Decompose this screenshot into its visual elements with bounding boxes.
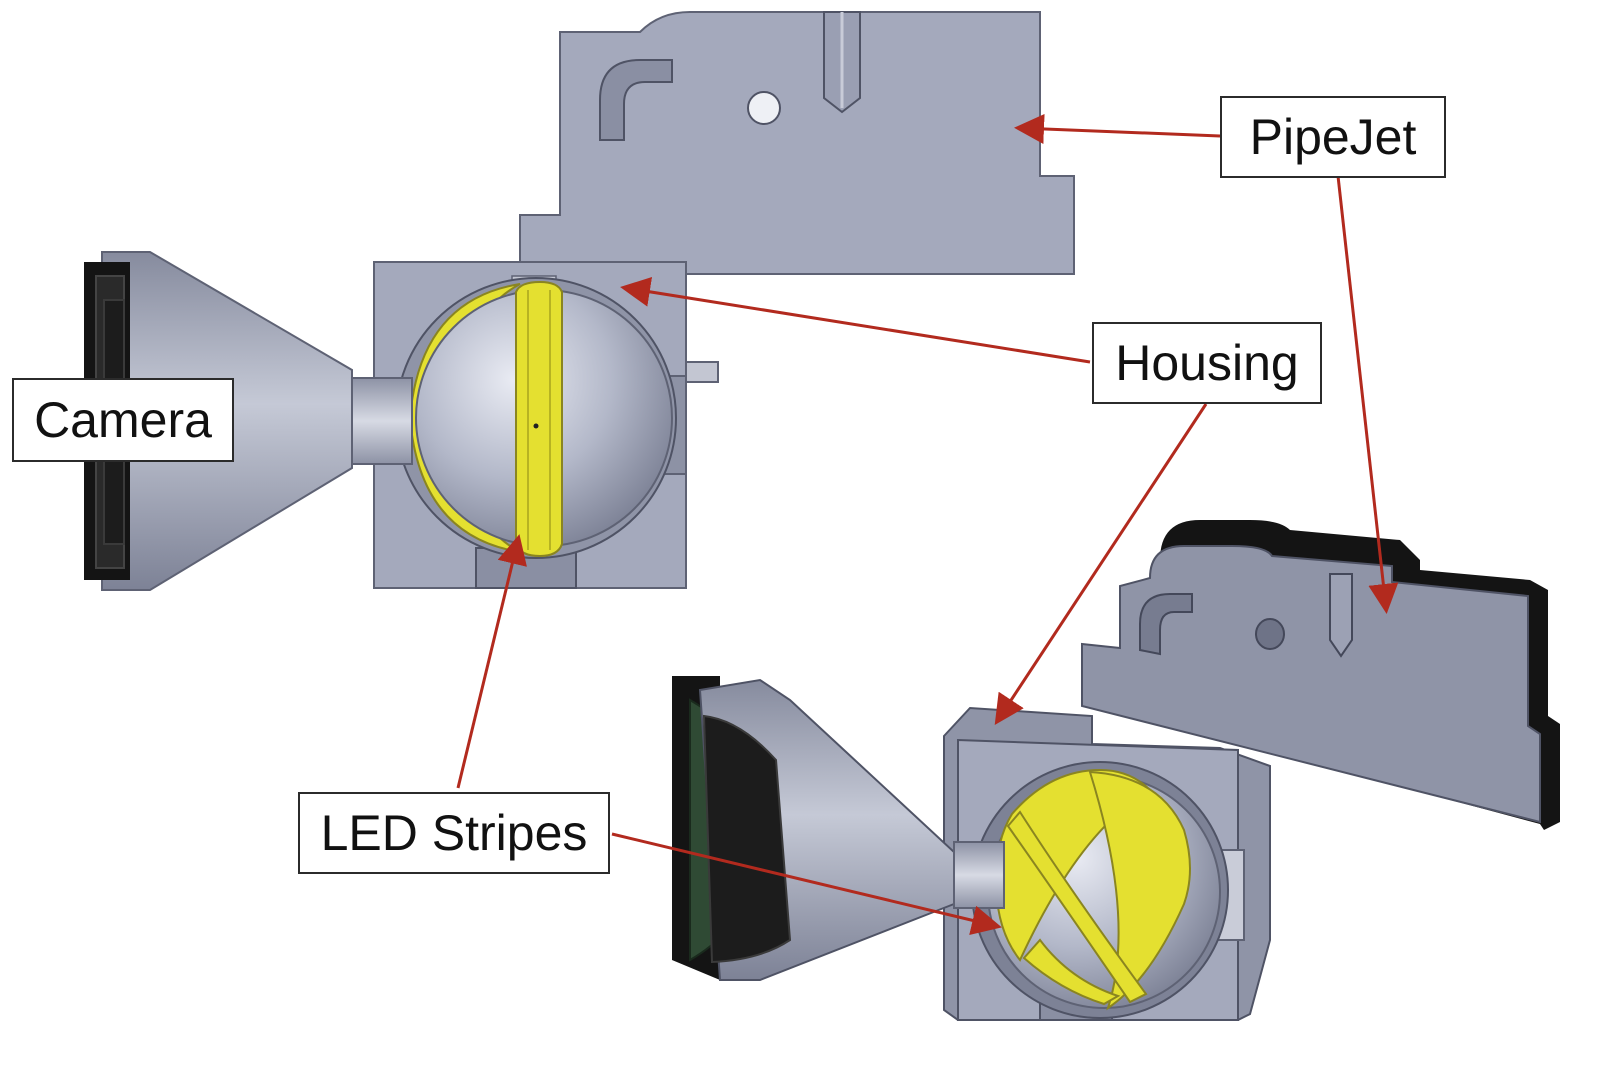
front-view-assembly xyxy=(84,11,1075,591)
label-pipejet: PipeJet xyxy=(1220,96,1446,178)
pipejet-part-front xyxy=(519,11,1075,275)
isometric-assembly xyxy=(672,520,1560,1021)
label-led-stripes: LED Stripes xyxy=(298,792,610,874)
arrow-housing-front xyxy=(620,276,1091,364)
arrow-pipejet-front xyxy=(1014,113,1221,144)
housing-part-iso xyxy=(943,706,1271,1021)
pipejet-part-iso xyxy=(1081,520,1560,830)
arrow-led-iso xyxy=(611,832,1002,935)
label-camera: Camera xyxy=(12,378,234,462)
arrow-pipejet-iso xyxy=(1336,175,1399,614)
camera-part-iso xyxy=(672,676,1005,981)
annotation-arrows xyxy=(456,113,1399,935)
arrow-led-front xyxy=(456,534,527,789)
label-housing: Housing xyxy=(1092,322,1322,404)
housing-part-front xyxy=(373,261,719,589)
arrow-housing-iso xyxy=(994,403,1208,726)
